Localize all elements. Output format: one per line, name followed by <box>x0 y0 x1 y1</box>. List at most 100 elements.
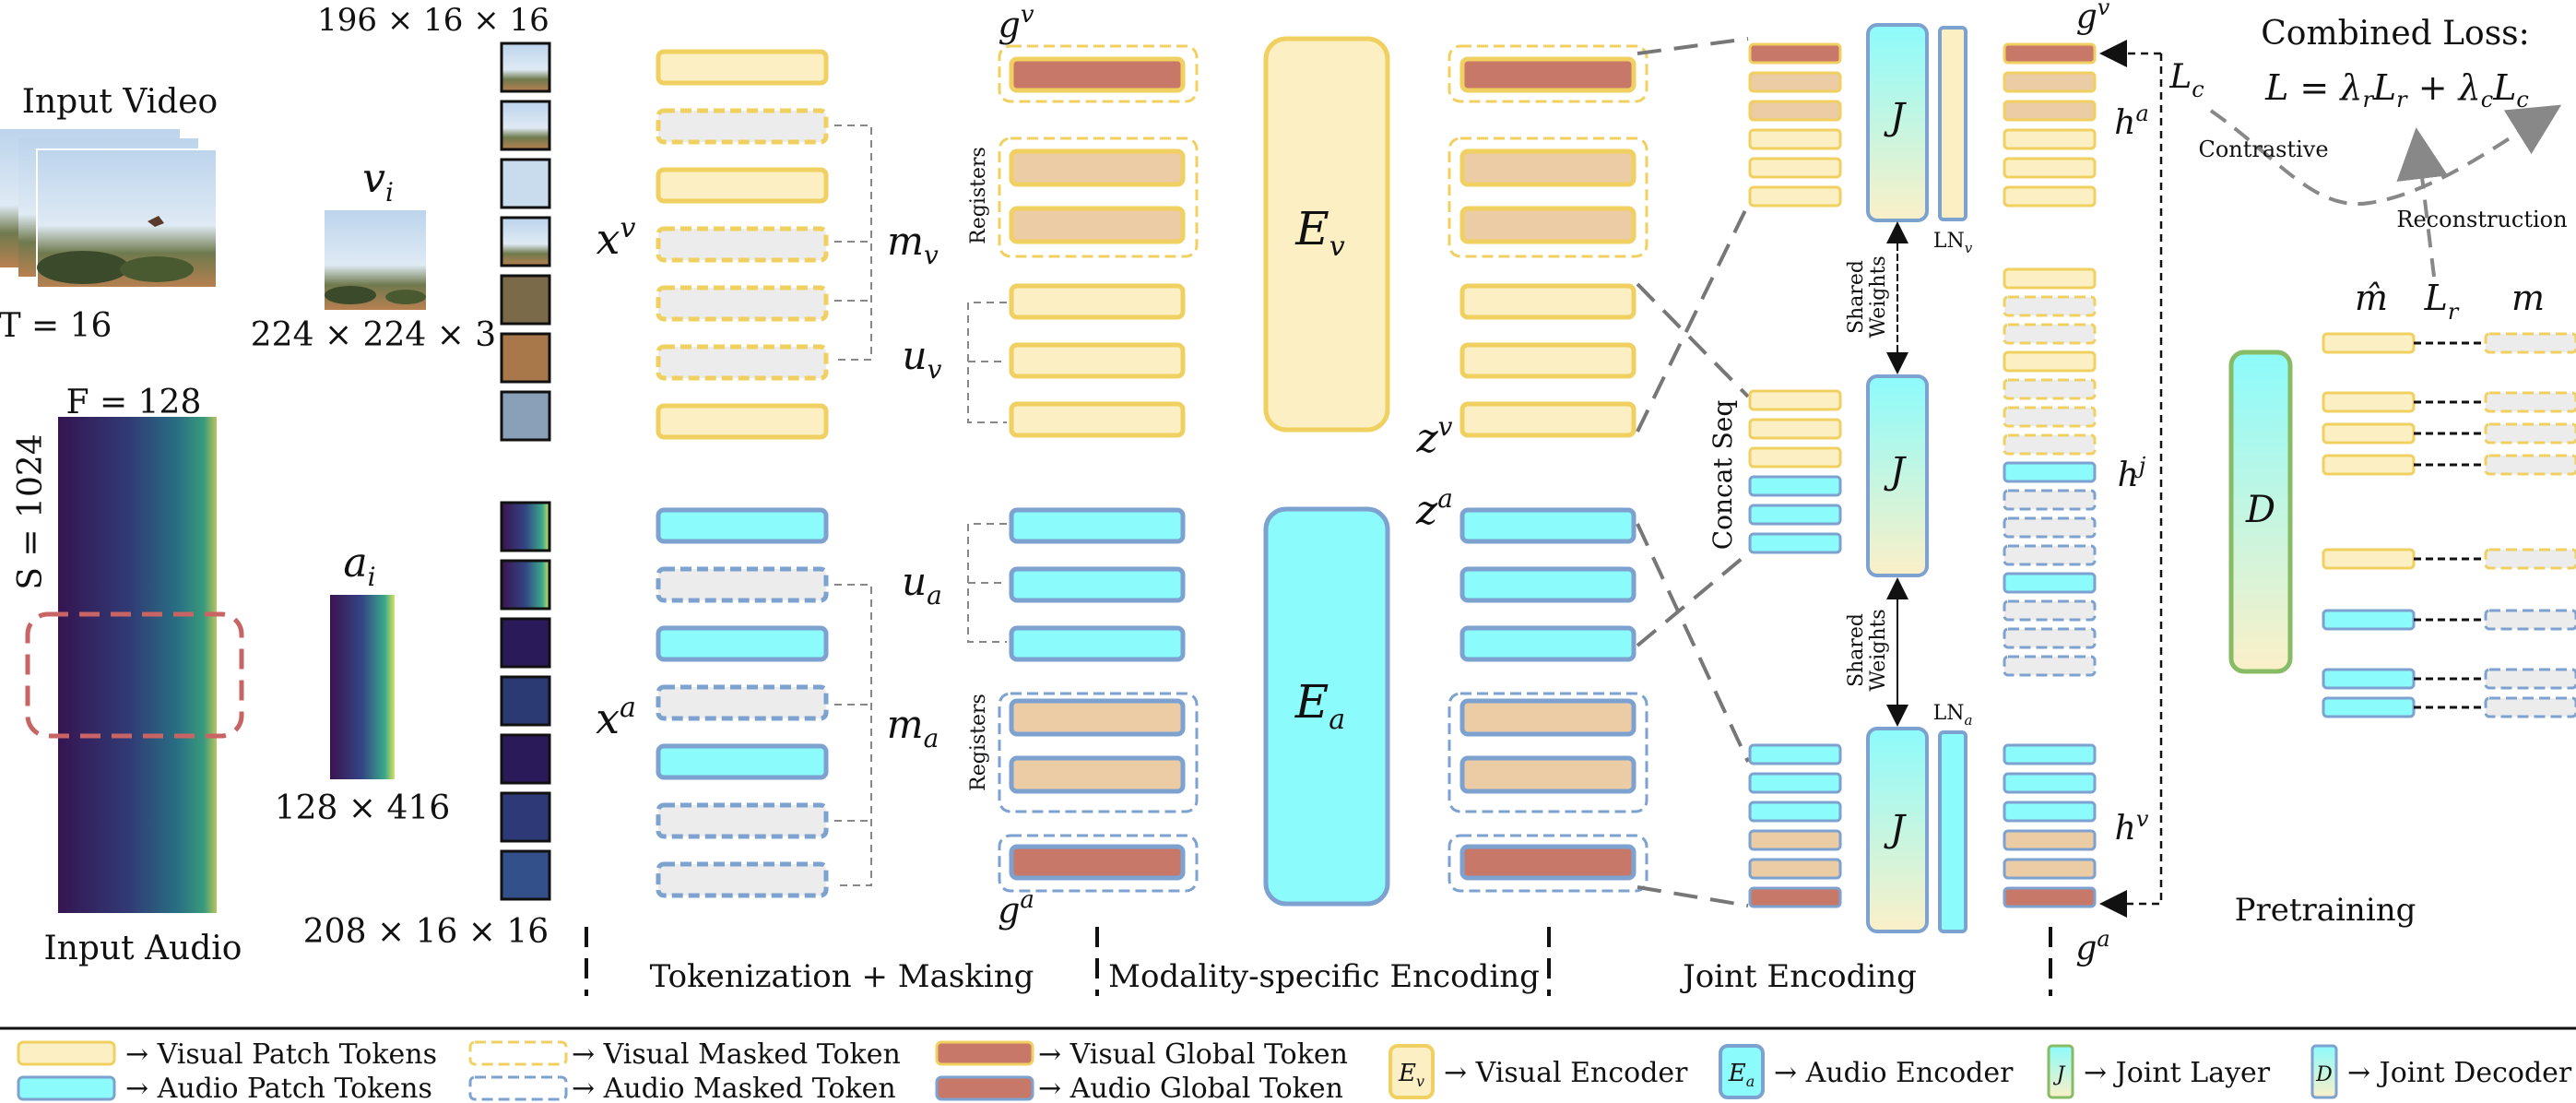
audio-masked-token <box>2003 489 2097 511</box>
audio-patch-token <box>1748 772 1842 794</box>
visual-masked-token <box>2484 422 2576 445</box>
audio-patch-token <box>1459 625 1637 662</box>
joint-hj-label: hj <box>2118 453 2146 494</box>
visual-patch-token <box>1009 401 1186 438</box>
visual-register-token <box>1009 148 1186 187</box>
legend-audio-masked: → Audio Masked Token <box>468 1073 896 1103</box>
visual-patch-token <box>1748 185 1842 208</box>
layernorm-audio-label: LNa <box>1933 702 1973 729</box>
audio-unmasked-label: ua <box>902 559 942 611</box>
video-dim: 224 × 224 × 3 <box>251 316 496 354</box>
contrastive-label: Contrastive <box>2198 136 2328 162</box>
audio-patch <box>500 617 551 669</box>
audio-length: S = 1024 <box>12 433 50 589</box>
legend-audio-patch: → Audio Patch Tokens <box>17 1073 432 1103</box>
audio-patch-token <box>1459 566 1637 603</box>
audio-register-token <box>2003 858 2097 880</box>
visual-masked-token <box>656 285 829 322</box>
video-patch <box>500 158 551 209</box>
visual-global-group <box>998 44 1199 103</box>
audio-register-token <box>1748 829 1842 851</box>
visual-patch-token <box>2003 128 2097 150</box>
legend-audio-global: → Audio Global Token <box>935 1073 1343 1103</box>
audio-patch-token <box>2322 609 2416 631</box>
video-patch-column <box>500 42 551 442</box>
combined-loss-title: Combined Loss: <box>2261 15 2530 53</box>
legend-visual-global: → Visual Global Token <box>935 1038 1348 1071</box>
audio-register-token <box>2003 829 2097 851</box>
m-hat-label: m̂ <box>2355 278 2388 318</box>
legend: → Visual Patch Tokens → Audio Patch Toke… <box>17 1038 2572 1103</box>
audio-masked-token <box>2484 609 2576 631</box>
audio-masked-token <box>2003 544 2097 566</box>
shared-weights-bottom-label: SharedWeights <box>1845 609 1890 691</box>
visual-masked-token <box>2484 454 2576 476</box>
audio-registers-label: Registers <box>967 694 990 791</box>
audio-patch-token <box>1748 475 1842 497</box>
svg-text:→ Audio Encoder: → Audio Encoder <box>1774 1057 2014 1089</box>
visual-patch-token <box>1748 418 1842 440</box>
visual-global-token <box>1459 56 1637 93</box>
joint-output-column <box>2003 42 2097 908</box>
svg-text:→ Visual Encoder: → Visual Encoder <box>1444 1057 1688 1089</box>
joint-decoder-label: D <box>2245 489 2275 531</box>
svg-text:→ Visual Patch Tokens: → Visual Patch Tokens <box>125 1038 437 1071</box>
audio-masked-token <box>2484 696 2576 718</box>
svg-text:Ev: Ev <box>1398 1060 1424 1090</box>
audio-patch <box>500 733 551 785</box>
visual-masked-token <box>656 344 829 381</box>
video-patch <box>500 100 551 151</box>
layernorm-visual: LNv <box>1933 26 1973 256</box>
loss-arrows <box>2209 104 2562 278</box>
audio-masked-token <box>656 861 829 898</box>
audio-register-token <box>1748 858 1842 880</box>
audio-patch <box>500 791 551 843</box>
visual-patch-token <box>1748 157 1842 179</box>
visual-masked-token <box>2484 548 2576 570</box>
audio-patch <box>500 559 551 611</box>
audio-masked-token <box>656 802 829 839</box>
video-patch <box>500 42 551 93</box>
visual-patch-token <box>1748 128 1842 150</box>
stage-joint-label: Joint Encoding <box>1680 958 1917 995</box>
audio-patch-token <box>1748 743 1842 765</box>
visual-patch-token <box>1009 342 1186 379</box>
decoder-output-column <box>2322 332 2576 718</box>
audio-encoder-label: Ea <box>1294 675 1345 736</box>
legend-visual-patch: → Visual Patch Tokens <box>17 1038 437 1071</box>
audio-patch-token <box>1009 507 1186 544</box>
visual-patch-token <box>2003 350 2097 373</box>
audio-spectrogram <box>25 417 244 913</box>
visual-patch-token <box>656 403 829 440</box>
audio-segment <box>330 595 395 779</box>
joint-hv-label: hv <box>2115 806 2149 848</box>
legend-audio-encoder: Ea → Audio Encoder <box>1719 1044 2014 1099</box>
audio-masked-token <box>2003 599 2097 622</box>
joint-visual-global-label: gv <box>2076 0 2110 36</box>
audio-masked-token <box>2484 668 2576 690</box>
video-tokens-dim: 196 × 16 × 16 <box>317 2 549 39</box>
video-frame-stack <box>0 129 218 289</box>
visual-global-token <box>1009 56 1186 93</box>
visual-register-token <box>1009 206 1186 244</box>
visual-masked-token <box>2003 378 2097 400</box>
visual-register-token <box>1748 71 1842 93</box>
audio-global-out-group <box>1448 834 1648 893</box>
video-patch <box>500 274 551 326</box>
audio-input-label: xa <box>596 692 636 743</box>
audio-masked-token <box>2003 627 2097 649</box>
joint-layer-top: J <box>1866 23 1929 222</box>
visual-patch-token <box>1748 446 1842 468</box>
svg-text:J: J <box>2053 1063 2066 1086</box>
audio-mask-label: ma <box>887 702 939 753</box>
visual-register-token <box>2003 71 2097 93</box>
visual-encoder: Ev <box>1263 36 1390 433</box>
svg-text:→ Audio Masked Token: → Audio Masked Token <box>572 1073 896 1103</box>
audio-encoder: Ea <box>1263 506 1390 907</box>
audio-patch <box>500 675 551 727</box>
joint-audio-global-label: ga <box>2075 926 2109 967</box>
video-frame-sample <box>325 210 426 310</box>
svg-text:→ Audio Patch Tokens: → Audio Patch Tokens <box>125 1073 432 1103</box>
audio-global-token <box>1748 886 1842 908</box>
